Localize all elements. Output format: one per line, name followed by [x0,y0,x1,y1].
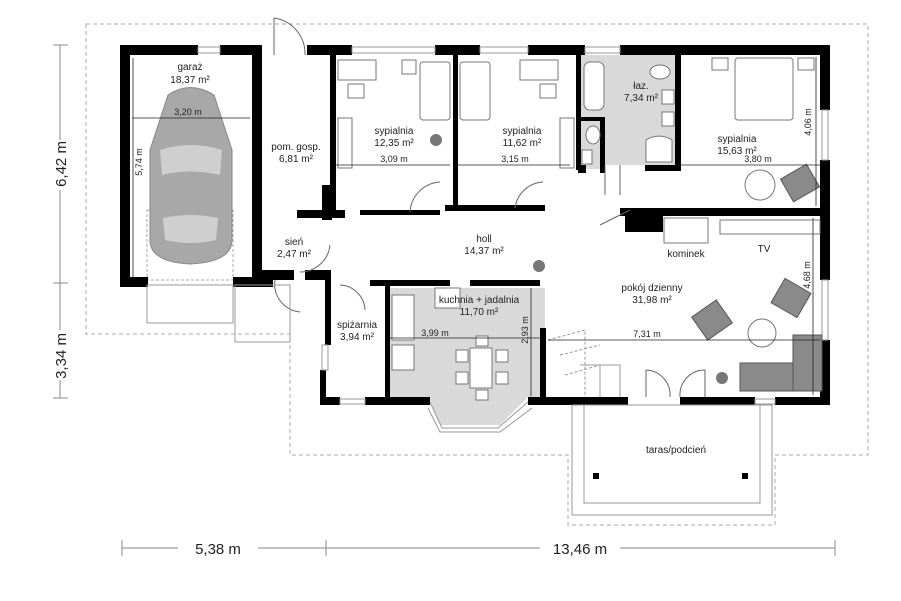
dim-left-lower: 3,34 m [53,333,70,379]
room-area-spizarnia: 3,94 m² [340,332,375,343]
plant-icon [430,134,728,384]
stairs [547,329,621,397]
roof-outline [85,23,869,526]
dim-pokoj-depth: 4,68 m [802,261,812,289]
room-name-pokoj-dzienny: pokój dzienny [621,283,682,294]
dim-sypialnia3-width: 3,80 m [744,154,772,164]
dim-bottom-left: 5,38 m [195,541,241,558]
room-area-garaz: 18,37 m² [170,75,210,86]
dim-kuchnia-width: 3,99 m [421,328,449,338]
room-name-taras: taras/podcień [646,445,706,456]
dim-pokoj-width: 7,31 m [633,329,661,339]
dim-garaz-length: 5,74 m [134,148,144,176]
room-name-kuchnia: kuchnia + jadalnia [439,295,520,306]
inner-dimension-lines [132,57,820,396]
dim-kuchnia-depth: 2,93 m [520,316,530,344]
dim-sypialnia1-width: 3,09 m [380,154,408,164]
room-area-pokoj-dzienny: 31,98 m² [632,295,672,306]
car-icon [146,87,234,281]
dim-sypialnia3-depth: 4,06 m [803,108,813,136]
kominek-label: kominek [667,249,705,260]
tv-label: TV [758,244,771,255]
room-area-sien: 2,47 m² [277,249,312,260]
room-area-sypialnia-2: 11,62 m² [503,138,542,149]
room-area-lazienka: 7,34 m² [624,93,659,104]
outer-dimension-labels: 6,42 m 3,34 m 5,38 m 13,46 m [50,140,620,558]
dim-garaz-width: 3,20 m [174,107,202,117]
inner-dimension-labels: 3,20 m 5,74 m 3,09 m 3,15 m 3,80 m 4,06 … [134,107,813,344]
walls [120,45,830,405]
room-name-sypialnia-2: sypialnia [503,126,542,137]
room-area-sypialnia-1: 12,35 m² [374,138,414,149]
room-labels: garaż 18,37 m² pom. gosp. 6,81 m² sypial… [170,62,770,456]
room-name-garaz: garaż [177,62,202,73]
windows [197,46,829,433]
room-name-sypialnia-3: sypialnia [718,134,757,145]
dim-left-upper: 6,42 m [53,141,70,187]
dim-bottom-right: 13,46 m [553,541,607,558]
room-area-pom-gosp: 6,81 m² [279,154,314,165]
room-area-kuchnia: 11,70 m² [460,307,499,318]
room-name-holl: holl [476,234,492,245]
room-name-pom-gosp: pom. gosp. [271,142,320,153]
room-name-lazienka: łaz. [633,81,649,92]
room-area-holl: 14,37 m² [464,246,504,257]
furniture [146,57,823,516]
room-area-sypialnia-3: 15,63 m² [717,146,757,157]
room-name-spizarnia: spiżarnia [337,320,377,331]
room-name-sien: sień [285,237,303,248]
room-name-sypialnia-1: sypialnia [375,126,414,137]
dim-sypialnia2-width: 3,15 m [501,154,529,164]
